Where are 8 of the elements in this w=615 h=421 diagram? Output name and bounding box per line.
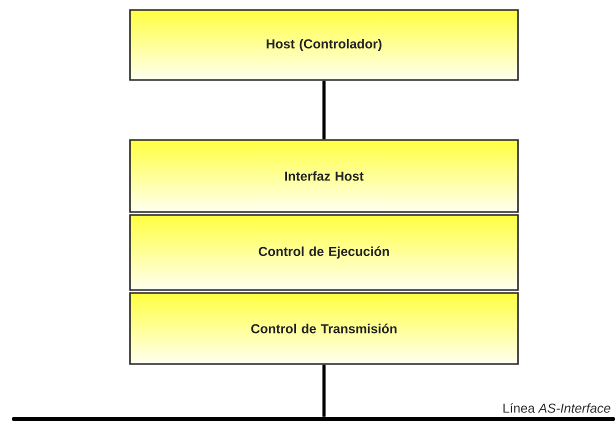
layer-box: Interfaz Host xyxy=(129,139,519,213)
connector-line xyxy=(322,364,326,417)
bus-line xyxy=(12,417,615,421)
connector-line xyxy=(322,80,326,140)
line-label: Línea AS-Interface xyxy=(503,403,610,413)
layer-box: Host (Controlador) xyxy=(129,9,519,81)
layer-box: Control de Transmisión xyxy=(129,292,519,365)
layer-box: Control de Ejecución xyxy=(129,214,519,291)
